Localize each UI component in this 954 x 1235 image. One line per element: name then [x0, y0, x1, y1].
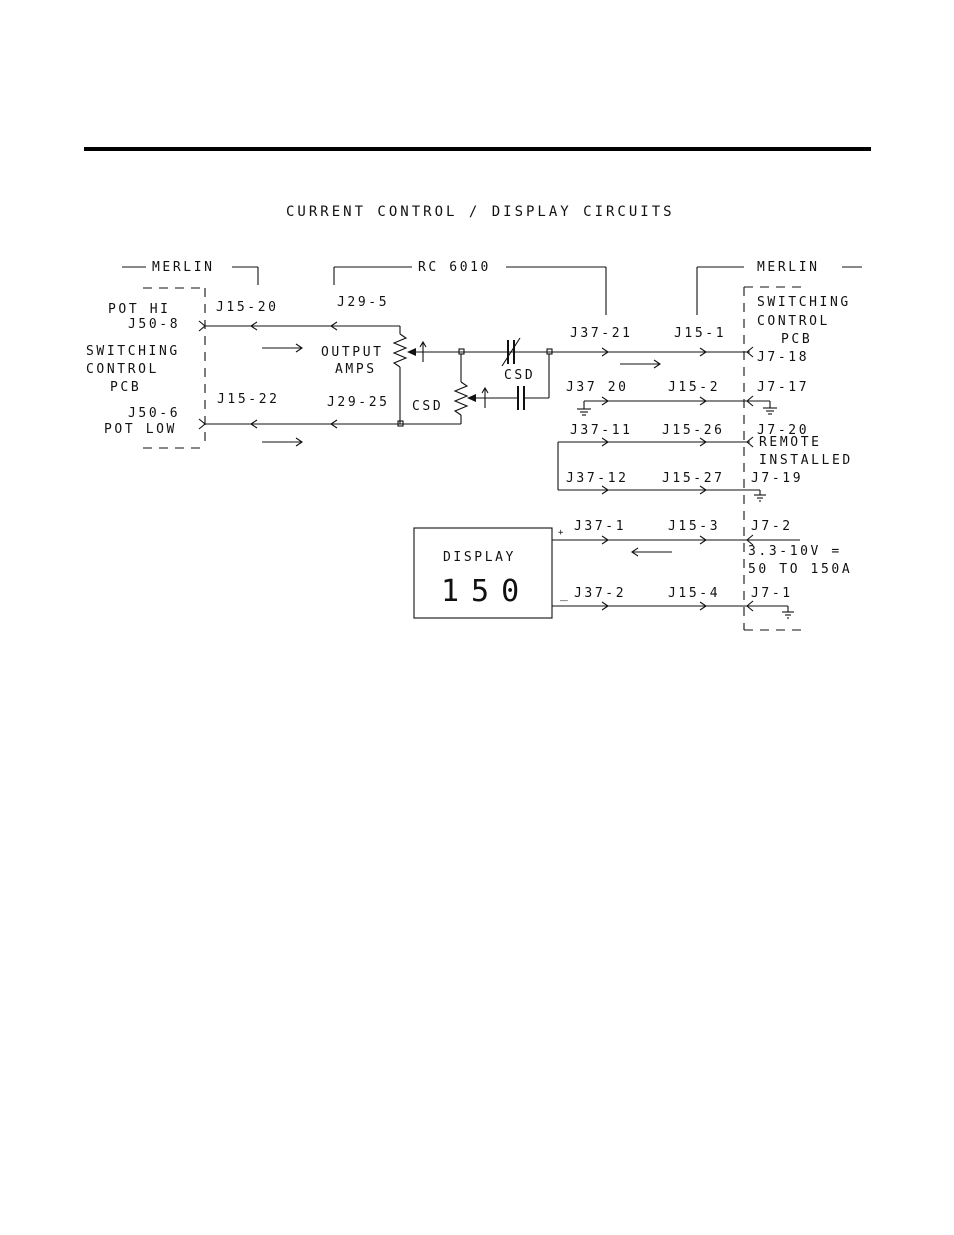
volt-range-label: 3.3-10V = [748, 544, 842, 559]
amp-range-label: 50 TO 150A [748, 562, 852, 577]
j7-20-label: J7-20 [757, 423, 809, 438]
group-merlin-right: MERLIN [696, 260, 862, 315]
left-pcb-label: PCB [110, 380, 141, 395]
group-rc6010: RC 6010 [333, 260, 607, 315]
j7-2-label: J7-2 [751, 519, 793, 534]
j7-1-label: J7-1 [751, 586, 793, 601]
merlin-right-label: MERLIN [757, 260, 820, 275]
wire-j7-17-ground [577, 395, 777, 416]
left-control-label: CONTROL [86, 362, 159, 377]
wire-j7-18 [550, 346, 754, 369]
wire-pot-hi [198, 320, 401, 353]
j15-3-label: J15-3 [668, 519, 720, 534]
merlin-left-label: MERLIN [152, 260, 215, 275]
remote-label: REMOTE [759, 435, 822, 450]
wire-display-negative [552, 600, 794, 619]
j7-19-label: J7-19 [751, 471, 803, 486]
installed-label: INSTALLED [759, 453, 853, 468]
rc6010-label: RC 6010 [418, 260, 491, 275]
j7-18-label: J7-18 [757, 350, 809, 365]
j37-2-label: J37-2 [574, 586, 626, 601]
j15-27-label: J15-27 [662, 471, 725, 486]
display-module [413, 527, 553, 619]
j29-5-label: J29-5 [337, 295, 389, 310]
csd-potentiometer [453, 381, 469, 424]
group-merlin-left: MERLIN [122, 260, 259, 285]
wire-display-positive [552, 534, 800, 557]
amps-label: AMPS [335, 362, 377, 377]
j15-4-label: J15-4 [668, 586, 720, 601]
pot-hi-label: POT HI [108, 302, 171, 317]
right-pcb-label: PCB [781, 332, 812, 347]
j50-8-label: J50-8 [128, 317, 180, 332]
pot-low-label: POT LOW [104, 422, 177, 437]
wire-remote-installed-loop [557, 436, 766, 502]
display-minus: _ [560, 587, 570, 602]
display-value: 150 [441, 574, 531, 609]
j37-20-label: J37 20 [566, 380, 629, 395]
j37-1-label: J37-1 [574, 519, 626, 534]
output-amps-potentiometer [392, 333, 550, 424]
diagram-title: CURRENT CONTROL / DISPLAY CIRCUITS [286, 204, 675, 220]
j15-22-label: J15-22 [217, 392, 280, 407]
right-board-border [743, 286, 808, 631]
left-board-border [143, 287, 206, 449]
display-plus: + [558, 528, 566, 538]
j37-11-label: J37-11 [570, 423, 633, 438]
csd-capacitor-label: CSD [504, 368, 535, 383]
j29-25-label: J29-25 [327, 395, 390, 410]
csd-pot-label: CSD [412, 399, 443, 414]
wire-pot-low [198, 418, 461, 447]
j37-12-label: J37-12 [566, 471, 629, 486]
csd-capacitor-network [458, 337, 553, 410]
header-rule [84, 147, 871, 151]
j15-20-label: J15-20 [216, 300, 279, 315]
output-label: OUTPUT [321, 345, 384, 360]
display-label: DISPLAY [443, 550, 516, 565]
j7-17-label: J7-17 [757, 380, 809, 395]
left-switching-label: SWITCHING [86, 344, 180, 359]
j15-26-label: J15-26 [662, 423, 725, 438]
j50-6-label: J50-6 [128, 406, 180, 421]
right-switching-label: SWITCHING [757, 295, 851, 310]
j37-21-label: J37-21 [570, 326, 633, 341]
j15-2-label: J15-2 [668, 380, 720, 395]
right-control-label: CONTROL [757, 314, 830, 329]
j15-1-label: J15-1 [674, 326, 726, 341]
